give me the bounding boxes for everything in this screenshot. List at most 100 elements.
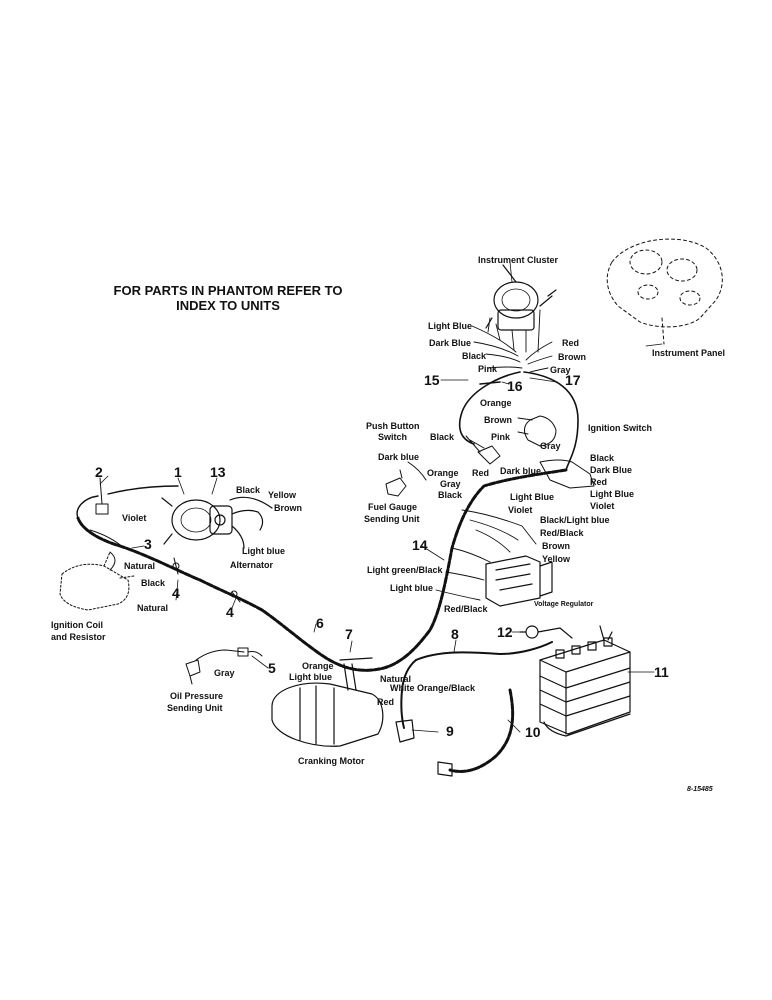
drawing-code: 8-15485 [687,786,713,793]
wire-alt-light-blue: Light blue [242,546,285,556]
label-push-button-1: Push Button [366,421,420,431]
wire-reg-yellow: Yellow [542,554,571,564]
page-title: FOR PARTS IN PHANTOM REFER TO INDEX TO U… [108,283,348,313]
wire-mid-dark-blue: Dark blue [500,466,542,476]
alternator-drawing [161,496,273,549]
callout-16: 16 [507,378,523,394]
wire-reg-brown: Brown [542,541,570,551]
callout-14: 14 [412,537,428,553]
wire-alt-black: Black [236,485,261,495]
label-voltage-regulator: Voltage Regulator [534,601,594,608]
wire-sw-orange: Orange [480,398,512,408]
wire-cluster-pink: Pink [478,364,498,374]
cranking-motor-drawing [271,657,384,747]
label-oil-pressure-2: Sending Unit [167,703,223,713]
wire-mid-orange: Orange [427,468,459,478]
ground-strap-10 [448,688,515,773]
terminal-9 [395,719,415,743]
label-alternator: Alternator [230,560,274,570]
wire-cluster-dark-blue: Dark Blue [429,338,472,348]
wire-reg-black-light-blue: Black/Light blue [540,515,610,525]
wire-ign-dark-blue: Dark Blue [590,465,633,475]
wire-crank-orange: Orange [302,661,334,671]
wire-left-black: Black [141,578,166,588]
ignition-harness [458,371,579,471]
wire-oil-gray: Gray [214,668,235,678]
voltage-regulator-drawing [485,555,553,607]
oil-pressure-drawing [185,647,263,685]
callout-4a: 4 [172,585,180,601]
wire-sw-brown: Brown [484,415,512,425]
wire-sw-black: Black [430,432,455,442]
wire-crank-white-orange-black: White Orange/Black [390,683,476,693]
wire-ign-black: Black [590,453,615,463]
wire-reg-red-black: Red/Black [540,528,584,538]
callout-17: 17 [565,372,581,388]
callout-2: 2 [95,464,103,480]
wire-left-natural: Natural [124,561,156,571]
left-wires [89,477,241,603]
wire-sw-pink: Pink [491,432,511,442]
wire-crank-natural: Natural [380,674,412,684]
ground-strap-end [437,761,453,777]
wire-cluster-black: Black [462,351,487,361]
callout-4b: 4 [226,604,234,620]
leader-lines [99,261,663,733]
label-ignition-coil-1: Ignition Coil [51,620,103,630]
wire-ign-violet: Violet [590,501,615,511]
wire-mid-red: Red [472,468,490,478]
regulator-wires [435,509,537,601]
label-instrument-panel: Instrument Panel [652,348,726,358]
callout-9: 9 [446,723,454,739]
wire-mid-black: Black [438,490,463,500]
ignition-switch-drawing [517,415,595,489]
callout-6: 6 [316,615,324,631]
wire-cluster-light-blue: Light Blue [428,321,472,331]
wire-crank-light-blue: Light blue [289,672,332,682]
wire-mid-violet: Violet [508,505,533,515]
callout-7: 7 [345,626,353,642]
wire-cluster-red: Red [562,338,580,348]
wire-crank-red: Red [377,697,395,707]
wire-fuel-dark-blue: Dark blue [378,452,420,462]
main-harness [76,468,568,672]
callout-5: 5 [268,660,276,676]
label-fuel-gauge-1: Fuel Gauge [368,502,418,512]
wire-sw-gray: Gray [540,441,561,451]
callout-13: 13 [210,464,226,480]
instrument-cluster-drawing [485,264,557,331]
wire-mid-light-blue: Light Blue [510,492,554,502]
callout-3: 3 [144,536,152,552]
wire-cluster-gray: Gray [550,365,571,375]
callout-15: 15 [424,372,440,388]
wire-left-violet: Violet [122,513,147,523]
battery-cable-8 [400,641,553,729]
wire-reg-light-blue: Light blue [390,583,433,593]
label-fuel-gauge-2: Sending Unit [364,514,420,524]
battery-drawing [539,625,631,737]
terminal-12 [519,625,573,639]
wire-left-natural-lower: Natural [137,603,169,613]
fuel-gauge-drawing [385,461,427,497]
wire-mid-gray: Gray [440,479,461,489]
ignition-coil-drawing [59,551,135,611]
title-line-1: FOR PARTS IN PHANTOM REFER TO [113,283,343,298]
wire-cluster-brown: Brown [558,352,586,362]
instrument-panel-phantom [606,238,723,345]
cluster-wires [471,309,553,373]
wire-alt-yellow: Yellow [268,490,297,500]
title-line-2: INDEX TO UNITS [176,298,280,313]
label-push-button-2: Switch [378,432,408,442]
callout-11: 11 [654,664,669,680]
callout-1: 1 [174,464,182,480]
label-ignition-switch: Ignition Switch [588,423,652,433]
wire-reg-light-green-black: Light green/Black [367,565,443,575]
callout-12: 12 [497,624,513,640]
wire-ign-light-blue: Light Blue [590,489,634,499]
label-ignition-coil-2: and Resistor [51,632,106,642]
label-instrument-cluster: Instrument Cluster [478,255,559,265]
push-button-switch-drawing [465,435,501,465]
label-oil-pressure-1: Oil Pressure [170,691,224,701]
wire-reg-red-black-lower: Red/Black [444,604,488,614]
